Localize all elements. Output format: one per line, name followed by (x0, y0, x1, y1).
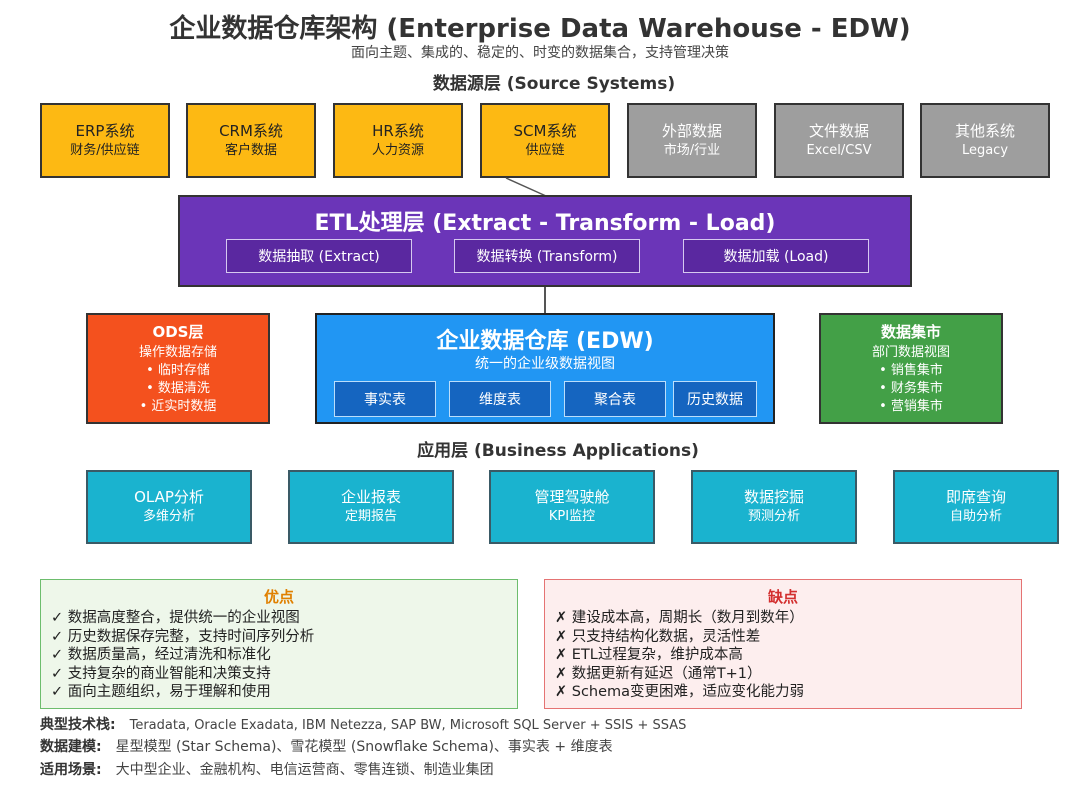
source-system-desc: Legacy (961, 142, 1009, 158)
cons-item: ✗ ETL过程复杂，维护成本高 (555, 647, 743, 663)
footer-tech-stack-value: Teradata, Oracle Exadata, IBM Netezza, S… (129, 718, 687, 733)
pros-item: ✓ 数据高度整合，提供统一的企业视图 (51, 610, 300, 626)
footer-modeling-label: 数据建模: (40, 739, 102, 755)
etl-step-load: 数据加载 (Load) (683, 239, 869, 273)
source-system-other: 其他系统 Legacy (920, 103, 1050, 178)
app-name: 管理驾驶舱 (534, 488, 610, 506)
etl-layer: ETL处理层 (Extract - Transform - Load) 数据抽取… (178, 195, 912, 287)
source-system-name: HR系统 (372, 121, 424, 140)
edw-table-history: 历史数据 (673, 381, 757, 417)
edw-table-aggregate: 聚合表 (564, 381, 666, 417)
footer-tech-stack: 典型技术栈: Teradata, Oracle Exadata, IBM Nete… (40, 714, 686, 734)
edw-title: 企业数据仓库 (EDW) (436, 329, 654, 354)
footer-tech-stack-label: 典型技术栈: (40, 717, 116, 733)
source-system-file: 文件数据 Excel/CSV (774, 103, 904, 178)
pros-item: ✓ 历史数据保存完整，支持时间序列分析 (51, 628, 315, 645)
app-desc: 多维分析 (142, 509, 195, 524)
source-system-name: 文件数据 (808, 121, 869, 140)
source-system-name: ERP系统 (75, 121, 135, 140)
source-layer-label: 数据源层 (Source Systems) (432, 74, 676, 94)
cons-title: 缺点 (767, 588, 798, 606)
app-adhoc-query: 即席查询 自助分析 (893, 470, 1059, 544)
cons-item: ✗ 数据更新有延迟（通常T+1） (555, 665, 762, 682)
app-name: 即席查询 (945, 488, 1006, 506)
app-desc: 自助分析 (949, 509, 1002, 524)
source-to-etl-connector (505, 177, 547, 197)
source-system-scm: SCM系统 供应链 (480, 103, 610, 178)
ods-subtitle: 操作数据存储 (138, 344, 217, 360)
source-system-hr: HR系统 人力资源 (333, 103, 463, 178)
source-system-external: 外部数据 市场/行业 (627, 103, 757, 178)
source-system-desc: 市场/行业 (663, 142, 721, 158)
page-title: 企业数据仓库架构 (Enterprise Data Warehouse - ED… (169, 14, 911, 44)
source-system-crm: CRM系统 客户数据 (186, 103, 316, 178)
data-mart-item: • 营销集市 (879, 398, 943, 414)
cons-item: ✗ 只支持结构化数据，灵活性差 (555, 628, 761, 645)
page-subtitle: 面向主题、集成的、稳定的、时变的数据集合，支持管理决策 (351, 45, 729, 61)
app-reports: 企业报表 定期报告 (288, 470, 454, 544)
etl-to-edw-connector (544, 287, 546, 313)
app-name: 企业报表 (340, 488, 401, 506)
source-system-desc: 财务/供应链 (70, 142, 140, 158)
etl-title: ETL处理层 (Extract - Transform - Load) (314, 211, 776, 236)
data-mart-subtitle: 部门数据视图 (871, 344, 950, 360)
app-olap: OLAP分析 多维分析 (86, 470, 252, 544)
source-system-name: CRM系统 (219, 121, 283, 140)
source-system-desc: Excel/CSV (806, 142, 872, 158)
app-layer-label: 应用层 (Business Applications) (417, 441, 699, 461)
etl-step-extract: 数据抽取 (Extract) (226, 239, 412, 273)
edw-table-dimension: 维度表 (449, 381, 551, 417)
app-data-mining: 数据挖掘 预测分析 (691, 470, 857, 544)
app-name: OLAP分析 (134, 488, 204, 506)
cons-panel: 缺点 ✗ 建设成本高，周期长（数月到数年） ✗ 只支持结构化数据，灵活性差 ✗ … (544, 579, 1022, 709)
source-system-erp: ERP系统 财务/供应链 (40, 103, 170, 178)
cons-item: ✗ Schema变更困难，适应变化能力弱 (555, 684, 805, 700)
source-system-desc: 供应链 (525, 142, 565, 158)
edw-table-fact: 事实表 (334, 381, 436, 417)
edw-core: 企业数据仓库 (EDW) 统一的企业级数据视图 事实表 维度表 聚合表 历史数据 (315, 313, 775, 424)
data-mart-layer: 数据集市 部门数据视图 • 销售集市 • 财务集市 • 营销集市 (819, 313, 1003, 424)
edw-subtitle: 统一的企业级数据视图 (475, 356, 615, 372)
footer-scenarios-label: 适用场景: (40, 762, 102, 778)
footer-modeling: 数据建模: 星型模型 (Star Schema)、雪花模型 (Snowflake … (40, 736, 613, 756)
pros-item: ✓ 数据质量高，经过清洗和标准化 (51, 647, 271, 663)
source-system-name: 外部数据 (661, 121, 722, 140)
ods-item: • 近实时数据 (139, 398, 217, 414)
data-mart-item: • 财务集市 (879, 380, 943, 396)
footer-scenarios-value: 大中型企业、金融机构、电信运营商、零售连锁、制造业集团 (115, 762, 494, 778)
pros-title: 优点 (263, 588, 294, 606)
source-system-name: SCM系统 (513, 121, 577, 140)
app-desc: 定期报告 (344, 509, 397, 524)
app-desc: 预测分析 (747, 509, 800, 524)
source-system-name: 其他系统 (954, 121, 1015, 140)
etl-step-transform: 数据转换 (Transform) (454, 239, 640, 273)
data-mart-title: 数据集市 (880, 322, 941, 341)
footer-modeling-value: 星型模型 (Star Schema)、雪花模型 (Snowflake Schem… (115, 739, 613, 755)
pros-item: ✓ 面向主题组织，易于理解和使用 (51, 684, 271, 700)
app-name: 数据挖掘 (743, 488, 804, 506)
ods-title: ODS层 (152, 322, 204, 341)
cons-item: ✗ 建设成本高，周期长（数月到数年） (555, 610, 804, 626)
ods-item: • 临时存储 (146, 362, 210, 378)
app-desc: KPI监控 (548, 509, 596, 524)
ods-item: • 数据清洗 (146, 380, 210, 396)
pros-panel: 优点 ✓ 数据高度整合，提供统一的企业视图 ✓ 历史数据保存完整，支持时间序列分… (40, 579, 518, 709)
source-system-desc: 客户数据 (224, 142, 277, 158)
app-dashboard: 管理驾驶舱 KPI监控 (489, 470, 655, 544)
data-mart-item: • 销售集市 (879, 362, 943, 378)
pros-item: ✓ 支持复杂的商业智能和决策支持 (51, 665, 271, 682)
footer-scenarios: 适用场景: 大中型企业、金融机构、电信运营商、零售连锁、制造业集团 (40, 759, 494, 779)
ods-layer: ODS层 操作数据存储 • 临时存储 • 数据清洗 • 近实时数据 (86, 313, 270, 424)
source-system-desc: 人力资源 (371, 142, 424, 158)
